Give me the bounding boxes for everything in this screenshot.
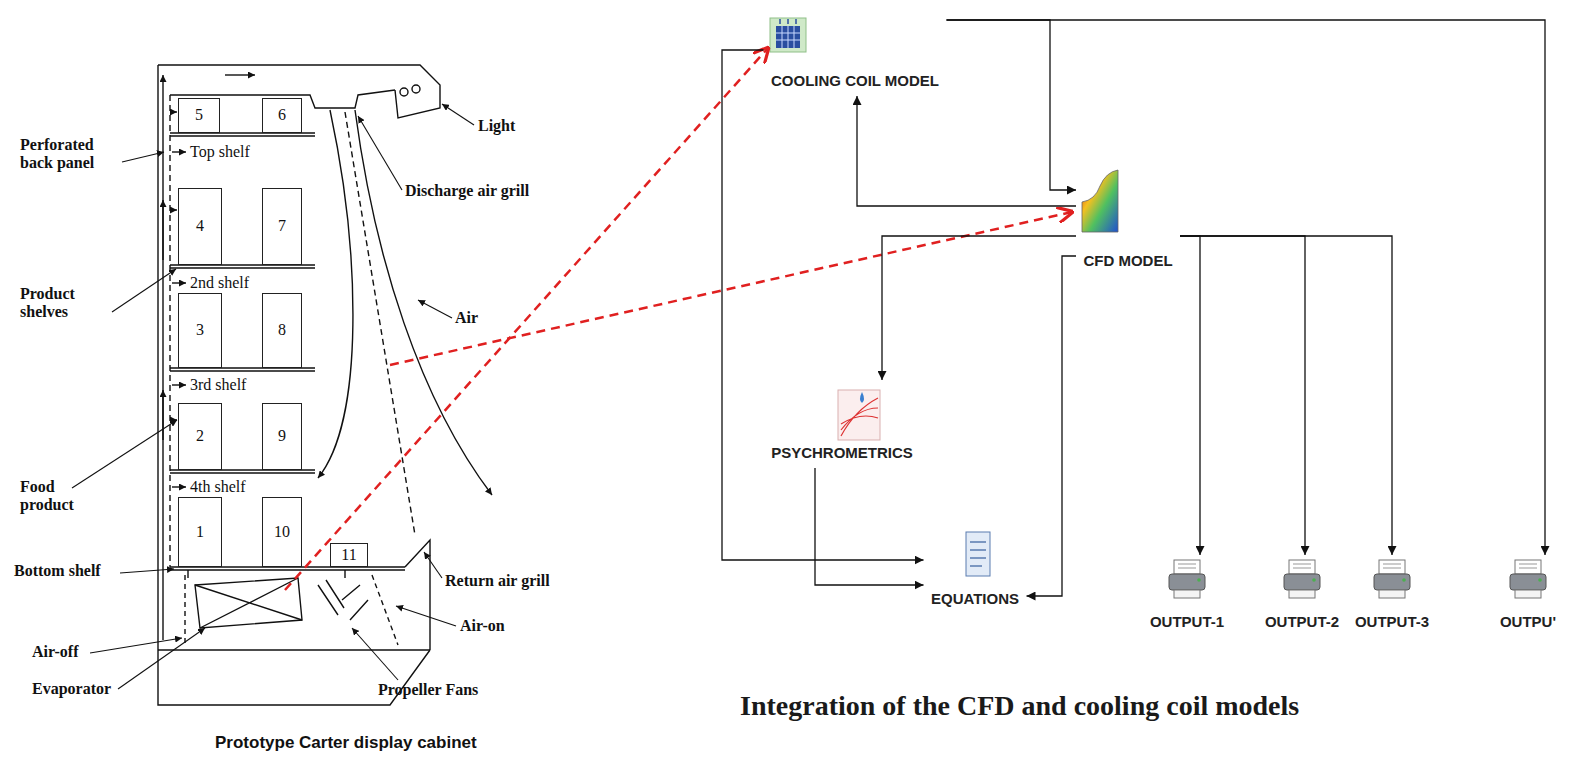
model-block: OUTPUT-1 (1143, 555, 1232, 637)
product-box: 5 (178, 98, 220, 133)
cabinet-drawing (158, 65, 492, 705)
block-label: OUTPU' (1493, 613, 1564, 630)
block-label: OUTPUT-1 (1143, 613, 1232, 630)
part-label: Return air grill (445, 572, 550, 590)
part-label: 3rd shelf (190, 376, 246, 394)
figure-caption: Integration of the CFD and cooling coil … (740, 690, 1299, 722)
part-label: Bottom shelf (14, 562, 101, 580)
part-label: Discharge air grill (405, 182, 529, 200)
connector (947, 20, 1546, 555)
connector (1027, 256, 1077, 596)
block-label: OUTPUT-3 (1348, 613, 1437, 630)
part-label: Air-on (460, 617, 505, 635)
model-block: OUTPU' (1493, 555, 1564, 637)
block-label: PSYCHROMETRICS (764, 444, 920, 461)
part-label: Prototype Carter display cabinet (215, 733, 477, 752)
part-label: Food product (20, 478, 100, 514)
callout-number: 3 (196, 321, 204, 339)
product-box: 4 (178, 188, 222, 265)
part-label: 2nd shelf (190, 274, 249, 292)
block-label: EQUATIONS (924, 590, 1027, 607)
product-box: 3 (178, 293, 222, 368)
callout-number: 1 (196, 523, 204, 541)
callout-number: 10 (274, 523, 290, 541)
block-label: OUTPUT-2 (1258, 613, 1347, 630)
product-box: 2 (178, 403, 222, 470)
product-box: 6 (262, 98, 302, 133)
product-box: 9 (262, 403, 302, 470)
block-label: COOLING COIL MODEL (764, 72, 947, 89)
product-box: 1 (178, 497, 222, 567)
connector (1180, 236, 1392, 555)
callout-number: 2 (196, 427, 204, 445)
connector (857, 96, 1076, 206)
model-block: CFD MODEL (1076, 166, 1180, 276)
block-label: CFD MODEL (1076, 252, 1180, 269)
product-box: 8 (262, 293, 302, 368)
connector (1180, 236, 1305, 555)
callout-number: 7 (278, 217, 286, 235)
product-box: 7 (262, 188, 302, 265)
connector (815, 468, 924, 585)
block-icons (770, 18, 1546, 598)
part-label: Perforated back panel (20, 136, 130, 172)
model-block: EQUATIONS (924, 528, 1027, 614)
connector (882, 236, 1076, 380)
part-label: Product shelves (20, 285, 120, 321)
connector (1180, 236, 1200, 555)
product-box: 10 (262, 497, 302, 567)
model-block: COOLING COIL MODEL (764, 14, 947, 96)
callout-number: 6 (278, 106, 286, 124)
part-label: 4th shelf (190, 478, 246, 496)
part-label: Propeller Fans (378, 681, 478, 699)
model-link-arrows (285, 48, 1072, 590)
product-box: 11 (330, 543, 368, 567)
callout-number: 9 (278, 427, 286, 445)
connector (947, 20, 1077, 190)
model-block: PSYCHROMETRICS (764, 380, 920, 468)
part-label: Air (455, 309, 478, 327)
model-block: OUTPUT-2 (1258, 555, 1347, 637)
part-label: Top shelf (190, 143, 250, 161)
part-label: Light (478, 117, 515, 135)
connector (722, 50, 924, 560)
part-label: Evaporator (32, 680, 111, 698)
callout-number: 4 (196, 217, 204, 235)
callout-number: 8 (278, 321, 286, 339)
part-label: Air-off (32, 643, 79, 661)
callout-number: 5 (195, 106, 203, 124)
model-block: OUTPUT-3 (1348, 555, 1437, 637)
callout-number: 11 (341, 546, 356, 564)
